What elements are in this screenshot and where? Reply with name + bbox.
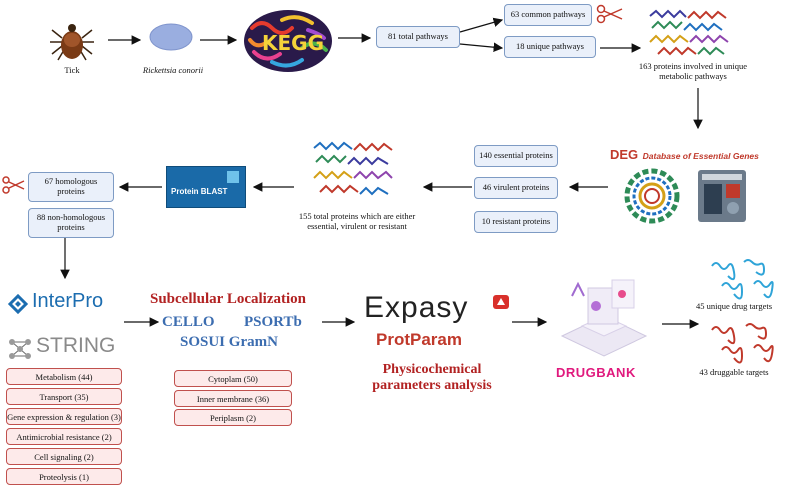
expasy-badge-icon	[493, 295, 509, 309]
category-box: Transport (35)	[6, 388, 122, 405]
resistant-proteins-box: 10 resistant proteins	[474, 211, 558, 233]
organism-label: Rickettsia conorii	[142, 65, 204, 75]
tick-icon	[50, 24, 94, 61]
category-box: Metabolism (44)	[6, 368, 122, 385]
tick-label: Tick	[64, 65, 80, 75]
unique-targets-caption: 45 unique drug targets	[695, 301, 773, 311]
string-label: STRING	[36, 334, 116, 357]
category-box: Proteolysis (1)	[6, 468, 122, 485]
physico-title: Physicochemical parameters analysis	[372, 362, 492, 394]
tool-cello: CELLO	[162, 314, 215, 330]
total-pathways-box: 81 total pathways	[376, 26, 460, 48]
blast-logo: Protein BLAST	[166, 166, 246, 208]
lab-instrument-icon	[698, 170, 746, 222]
protparam-label: ProtParam	[376, 330, 462, 349]
protein-strands-icon	[313, 141, 393, 196]
protein-cluster-icon	[711, 259, 774, 300]
location-box: Periplasm (2)	[174, 409, 292, 426]
location-box: Cytoplam (50)	[174, 370, 292, 387]
genome-circle-icon	[624, 168, 680, 224]
essential-proteins-box: 140 essential proteins	[474, 145, 558, 167]
drugbank-platform-icon	[560, 279, 648, 357]
druggable-targets-caption: 43 druggable targets	[699, 367, 769, 377]
scissors-icon	[596, 4, 623, 24]
drugbank-label: DRUGBANK	[556, 365, 636, 380]
category-box: Gene expression & regulation (3)	[6, 408, 122, 425]
tool-psortb: PSORTb	[244, 314, 302, 330]
homologous-box: 67 homologous proteins	[28, 172, 114, 202]
blast-label: Protein BLAST	[171, 187, 228, 196]
category-box: Cell signaling (2)	[6, 448, 122, 465]
location-box: Inner membrane (36)	[174, 390, 292, 407]
kegg-logo: KEGG	[244, 10, 332, 72]
virulent-proteins-box: 46 virulent proteins	[474, 177, 558, 199]
total-proteins-caption: 155 total proteins which are either esse…	[298, 211, 416, 231]
category-box: Antimicrobial resistance (2)	[6, 428, 122, 445]
subcellular-title: Subcellular Localization	[150, 291, 306, 307]
unique-pathways-box: 18 unique pathways	[504, 36, 596, 58]
unique-proteins-caption: 163 proteins involved in unique metaboli…	[638, 61, 748, 81]
string-logo	[9, 339, 31, 359]
scissors-icon	[2, 176, 25, 194]
tool-sosui: SOSUI GramN	[180, 334, 278, 350]
deg-name: Database of Essential Genes	[642, 151, 759, 161]
bacterium-icon	[149, 23, 193, 51]
expasy-logo: Expasy	[364, 291, 469, 324]
deg-logo-banner: DEG Database of Essential Genes	[610, 146, 788, 162]
deg-logo: DEG	[610, 147, 639, 162]
protein-strands-icon	[649, 9, 729, 56]
interpro-logo	[7, 293, 29, 315]
kegg-logo-text: KEGG	[262, 31, 324, 55]
interpro-label: InterPro	[32, 290, 104, 312]
protein-cluster-icon	[711, 323, 774, 364]
non-homologous-box: 88 non-homologous proteins	[28, 208, 114, 238]
common-pathways-box: 63 common pathways	[504, 4, 592, 26]
